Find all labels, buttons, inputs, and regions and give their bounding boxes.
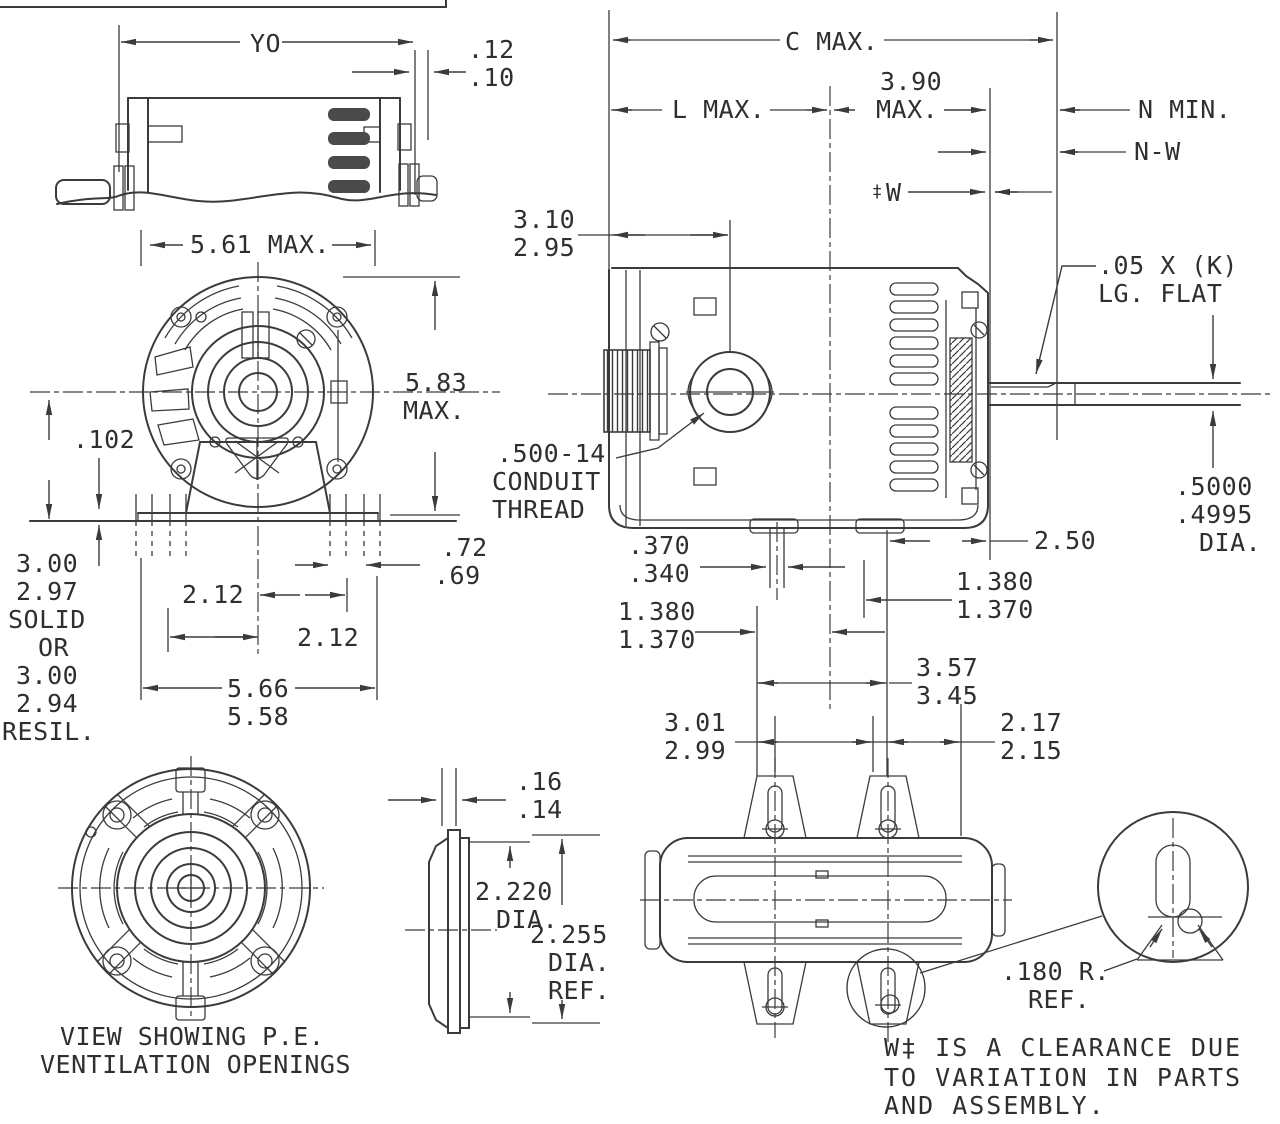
front-view: 5.61 MAX. xyxy=(2,230,500,746)
dim-bolt-left: 2.12 xyxy=(297,623,359,652)
dim-tol-bot: .10 xyxy=(468,63,515,92)
dim-shaft-height-4: OR xyxy=(38,633,70,662)
dim-ring-width-1: .16 xyxy=(516,767,563,796)
dim-base-width-2: 5.58 xyxy=(227,702,289,731)
dim-shaft-dia-3: DIA. xyxy=(1199,528,1261,557)
note-line-3: AND ASSEMBLY. xyxy=(884,1091,1106,1120)
dim-end-len-2: 2.15 xyxy=(1000,736,1062,765)
opposite-shaft-stub xyxy=(603,341,668,441)
dim-slot-w-1: .370 xyxy=(628,531,690,560)
dim-slot-left-1: 1.380 xyxy=(618,597,696,626)
dim-ring-ref-2: DIA. xyxy=(548,948,610,977)
dim-shaft-height-1: 3.00 xyxy=(16,549,78,578)
mount-slots xyxy=(762,785,901,1017)
dim-front-width: 5.61 MAX. xyxy=(190,230,330,259)
top-view: YO .12 .10 xyxy=(55,25,515,211)
dim-shaft-ext: 2.50 xyxy=(1034,526,1096,555)
detail-callout-circle xyxy=(846,948,926,1028)
slot-detail-view: .180 R. REF. xyxy=(1001,811,1249,1014)
dim-w-symbol: ‡ xyxy=(872,182,883,202)
dim-slot-2: .69 xyxy=(434,561,481,590)
hub-detail-view: .16 .14 2.220 DIA. 2.255 DIA. REF. xyxy=(388,767,610,1034)
dim-n-min: N MIN. xyxy=(1138,95,1231,124)
dim-front-height-2: MAX. xyxy=(403,396,465,425)
base-bottom-view xyxy=(640,758,1103,1044)
dim-ring-dia-1: 2.220 xyxy=(475,877,553,906)
rear-bolt-pads xyxy=(85,800,280,976)
dim-base-len-1: 3.01 xyxy=(664,708,726,737)
dim-slot-1: .72 xyxy=(441,533,488,562)
dim-tol-top: .12 xyxy=(468,35,515,64)
dim-shaft-height-6: 2.94 xyxy=(16,689,78,718)
label-conduit-2: CONDUIT xyxy=(492,467,601,496)
side-view-dimensions-bottom: 2.50 .370 .340 1.380 1.370 1.380 1.370 3… xyxy=(618,522,1096,836)
dim-l-max: L MAX. xyxy=(672,95,765,124)
dim-shaft-height-5: 3.00 xyxy=(16,661,78,690)
shaft xyxy=(987,382,1241,406)
side-foot-left xyxy=(749,518,799,534)
dim-foot-span-1: 3.57 xyxy=(916,653,978,682)
conduit-hole xyxy=(686,351,774,433)
dim-conduit-pos-1: 3.10 xyxy=(513,205,575,234)
dim-front-height-1: 5.83 xyxy=(405,368,467,397)
dim-bolt-right: 2.12 xyxy=(182,580,244,609)
dim-conduit-pos-2: 2.95 xyxy=(513,233,575,262)
dim-ring-width-2: .14 xyxy=(516,795,563,824)
dim-shaft-dia-2: .4995 xyxy=(1175,500,1253,529)
dim-pad-offset: .102 xyxy=(73,425,135,454)
dim-hub-len-2: MAX. xyxy=(876,95,938,124)
dim-ring-dia-1b: DIA. xyxy=(496,905,558,934)
dim-slot-right-2: 1.370 xyxy=(956,595,1034,624)
dim-foot-span-2: 3.45 xyxy=(916,681,978,710)
bearing-hub xyxy=(945,291,988,505)
dim-shaft-height-3: SOLID xyxy=(8,605,86,634)
dim-shaft-height-2: 2.97 xyxy=(16,577,78,606)
dim-base-len-2: 2.99 xyxy=(664,736,726,765)
side-view-dimensions-top: C MAX. L MAX. 3.90 MAX. N MIN. N-W ‡ W 3… xyxy=(513,10,1231,712)
side-vent-slots xyxy=(889,282,939,492)
label-flat-2: LG. FLAT xyxy=(1098,279,1222,308)
flat-leader xyxy=(1035,265,1096,375)
dim-w: W xyxy=(886,178,902,207)
label-flat-1: .05 X (K) xyxy=(1098,251,1238,280)
dim-slot-right-1: 1.380 xyxy=(956,567,1034,596)
terminal-slot xyxy=(241,311,254,359)
dim-hub-len-1: 3.90 xyxy=(880,67,942,96)
caption-pe-view-2: VENTILATION OPENINGS xyxy=(40,1050,351,1079)
dim-radius-1: .180 R. xyxy=(1001,957,1110,986)
dim-ring-ref-1: 2.255 xyxy=(530,920,608,949)
dim-base-width-1: 5.66 xyxy=(227,674,289,703)
note-line-2: TO VARIATION IN PARTS xyxy=(884,1063,1242,1092)
front-base xyxy=(29,441,457,556)
side-foot-right xyxy=(855,518,905,534)
border-fragment xyxy=(0,0,447,8)
dim-ring-ref-3: REF. xyxy=(548,976,610,1005)
motor-top-outline xyxy=(55,97,438,211)
detail-leader xyxy=(919,915,1103,974)
dim-slot-w-2: .340 xyxy=(628,559,690,588)
dim-c-max: C MAX. xyxy=(785,27,878,56)
dim-radius-2: REF. xyxy=(1028,985,1090,1014)
rear-view: VIEW SHOWING P.E. VENTILATION OPENINGS xyxy=(40,756,351,1079)
front-vent-arcs xyxy=(149,285,353,446)
side-view: .500-14 CONDUIT THREAD xyxy=(492,251,1270,557)
conduit-leader xyxy=(615,412,705,459)
dim-shaft-dia-1: .5000 xyxy=(1175,472,1253,501)
clearance-note: W‡ IS A CLEARANCE DUE TO VARIATION IN PA… xyxy=(884,1033,1242,1120)
dim-end-len-1: 2.17 xyxy=(1000,708,1062,737)
dim-n-w: N-W xyxy=(1134,137,1181,166)
dim-slot-left-2: 1.370 xyxy=(618,625,696,654)
dim-yo: YO xyxy=(250,29,281,58)
note-line-1: W‡ IS A CLEARANCE DUE xyxy=(884,1033,1242,1062)
label-conduit-3: THREAD xyxy=(492,495,585,524)
caption-pe-view-1: VIEW SHOWING P.E. xyxy=(60,1022,324,1051)
label-conduit-1: .500-14 xyxy=(497,439,606,468)
dim-shaft-height-7: RESIL. xyxy=(2,717,95,746)
